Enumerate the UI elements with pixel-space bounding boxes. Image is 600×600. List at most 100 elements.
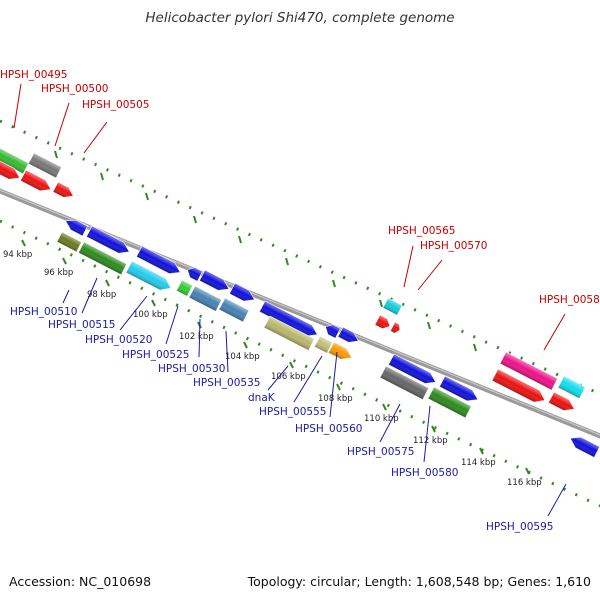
scale-tick	[289, 361, 294, 369]
gene-label-bottom[interactable]: HPSH_00525	[122, 349, 189, 361]
gene-label-bottom[interactable]: HPSH_00560	[295, 423, 362, 435]
leader-line	[267, 365, 289, 391]
gene-label-bottom[interactable]: HPSH_00510	[10, 306, 77, 318]
scale-tick	[332, 279, 336, 288]
leader-line	[119, 295, 148, 331]
scale-tick	[382, 403, 387, 411]
gene-hpsh-00585[interactable]	[499, 351, 558, 391]
gene-label-bottom[interactable]: HPSH_00595	[486, 521, 553, 533]
scale-tick	[427, 321, 431, 330]
gene-hpsh-00565[interactable]	[382, 297, 403, 316]
scale-tick	[431, 425, 436, 433]
gene-hpsh-00515[interactable]	[78, 241, 128, 276]
leader-line	[13, 83, 22, 129]
scale-label: 100 kbp	[133, 310, 168, 320]
gene-blue-5[interactable]	[199, 269, 232, 294]
gene-label-top[interactable]: HPSH_00565	[388, 225, 455, 237]
gene-blue-2[interactable]	[86, 225, 133, 257]
gene-hpsh-00520[interactable]	[125, 260, 174, 294]
gene-label-bottom[interactable]: dnaK	[248, 392, 276, 404]
leader-line	[62, 289, 70, 304]
gene-hpsh-00560[interactable]	[328, 341, 355, 363]
scale-tick	[193, 215, 197, 224]
scale-tick	[62, 257, 67, 265]
gene-hpsh-00535[interactable]	[218, 297, 250, 323]
gene-blue-8[interactable]	[323, 322, 341, 339]
gene-hpsh-00555[interactable]	[314, 335, 333, 354]
scale-tick	[525, 467, 530, 475]
gene-label-bottom[interactable]: HPSH_00580	[391, 467, 458, 479]
gene-hpsh-00580[interactable]	[427, 386, 472, 419]
gene-label-bottom[interactable]: HPSH_00515	[48, 319, 115, 331]
leader-line	[165, 305, 179, 345]
genome-summary-text: Topology: circular; Length: 1,608,548 bp…	[247, 574, 591, 589]
gene-red-3[interactable]	[374, 314, 392, 331]
scale-tick	[336, 383, 341, 391]
leader-line	[547, 483, 567, 517]
gene-label-top[interactable]: HPSH_00500	[41, 83, 108, 95]
scale-label: 108 kbp	[318, 394, 353, 404]
gene-red-1[interactable]	[0, 157, 22, 183]
leader-line	[81, 277, 98, 314]
gene-blue-6[interactable]	[229, 282, 258, 305]
gene-red-2[interactable]	[20, 169, 54, 195]
scale-label: 102 kbp	[179, 332, 214, 342]
gene-label-bottom[interactable]: HPSH_00575	[347, 446, 414, 458]
gene-label-bottom[interactable]: HPSH_00555	[259, 406, 326, 418]
scale-tick	[379, 299, 383, 308]
genome-backbone	[0, 188, 600, 439]
scale-label: 114 kbp	[461, 458, 496, 468]
gene-label-bottom[interactable]: HPSH_00520	[85, 334, 152, 346]
leader-line	[198, 318, 201, 358]
leader-line	[83, 121, 108, 154]
gene-label-bottom[interactable]: HPSH_00530	[158, 363, 225, 375]
leader-line	[403, 245, 414, 288]
scale-tick	[473, 343, 477, 352]
gene-red-5[interactable]	[548, 391, 578, 415]
leader-line	[417, 259, 443, 291]
leader-line	[329, 351, 338, 418]
scale-tick	[243, 341, 248, 349]
gene-hpsh-00495[interactable]	[0, 140, 30, 175]
gene-dnak[interactable]	[263, 315, 315, 351]
gene-hpsh-00575[interactable]	[379, 365, 430, 400]
leader-line	[379, 403, 401, 443]
gene-cyan-2[interactable]	[557, 375, 586, 399]
gene-red-4[interactable]	[491, 368, 548, 406]
gene-blue-10[interactable]	[388, 353, 439, 388]
gene-label-top[interactable]: HPSH_00505	[82, 99, 149, 111]
gene-label-bottom[interactable]: HPSH_00535	[193, 377, 260, 389]
accession-text: Accession: NC_010698	[9, 574, 152, 589]
scale-label: 116 kbp	[507, 478, 542, 488]
gene-blue-11[interactable]	[439, 375, 481, 405]
gene-blue-7[interactable]	[259, 300, 321, 340]
gene-hpsh-00525[interactable]	[176, 279, 194, 297]
scale-label: 106 kbp	[271, 372, 306, 382]
scale-label: 96 kbp	[44, 268, 73, 278]
gene-blue-9[interactable]	[337, 326, 361, 346]
gene-hpsh-00500[interactable]	[28, 152, 62, 179]
gene-label-top[interactable]: HPSH_00495	[0, 69, 67, 81]
gene-label-top[interactable]: HPSH_00585	[539, 294, 600, 306]
gene-hpsh-00530[interactable]	[188, 285, 223, 312]
scale-tick	[100, 172, 104, 181]
gene-blue-3[interactable]	[136, 245, 183, 278]
gene-hpsh-00510[interactable]	[56, 231, 82, 253]
gene-blue-4[interactable]	[185, 265, 203, 282]
leader-line	[225, 330, 229, 373]
scale-tick	[479, 447, 484, 455]
gene-blue-1[interactable]	[63, 216, 88, 237]
backbone-line	[0, 188, 600, 439]
scale-tick	[21, 239, 26, 247]
gene-hpsh-00505[interactable]	[52, 181, 76, 201]
scale-tick	[238, 235, 242, 244]
scale-label: 98 kbp	[87, 290, 116, 300]
gene-hpsh-00570[interactable]	[390, 321, 402, 335]
gene-hpsh-00595[interactable]	[568, 433, 600, 458]
gene-labels: HPSH_00495HPSH_00500HPSH_00505HPSH_00565…	[0, 69, 600, 533]
scale-tick	[145, 192, 149, 201]
gene-label-top[interactable]: HPSH_00570	[420, 240, 487, 252]
scale-label: 94 kbp	[3, 250, 32, 260]
